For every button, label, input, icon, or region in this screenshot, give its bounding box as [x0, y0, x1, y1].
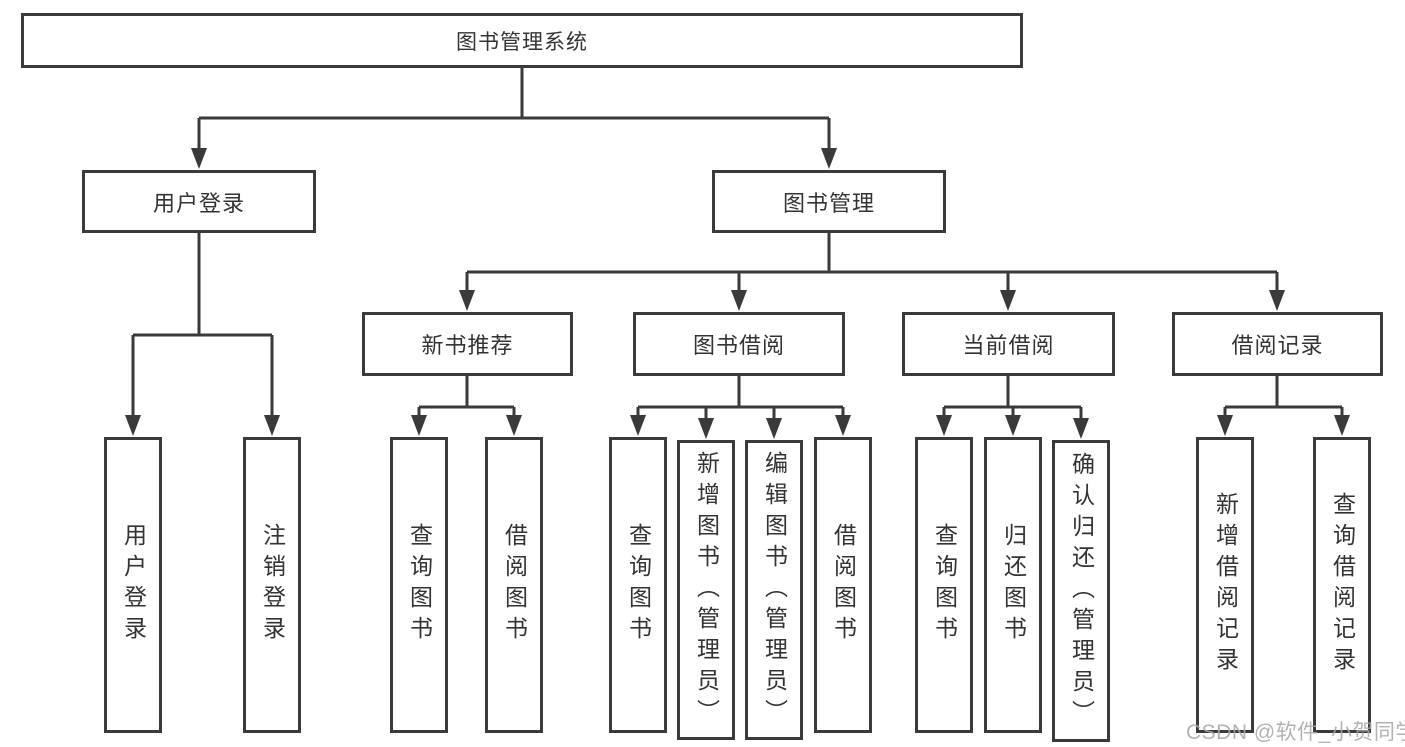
arrowhead-down-icon [821, 148, 837, 169]
node-borrowing-records: 借阅记录 [1172, 312, 1383, 376]
node-leaf-borrow-borrow-books-label: 借阅图书 [830, 523, 857, 647]
node-book-borrowing-label: 图书借阅 [692, 333, 785, 358]
node-leaf-add-books-admin-label: 新增图书（管理员） [693, 450, 720, 730]
node-book-borrowing: 图书借阅 [633, 312, 845, 376]
node-current-borrowing-label: 当前借阅 [962, 333, 1055, 358]
node-borrowing-records-label: 借阅记录 [1231, 333, 1324, 358]
node-leaf-return-books-label: 归还图书 [1000, 523, 1027, 647]
connector-currentborrow-to-leaves [936, 376, 1089, 439]
node-leaf-logout-label: 注销登录 [259, 523, 286, 647]
node-root: 图书管理系统 [21, 13, 1023, 68]
arrowhead-down-icon [1000, 290, 1016, 311]
node-leaf-query-borrow-record: 查询借阅记录 [1313, 437, 1371, 733]
connector-bookborrow-to-leaves [630, 376, 851, 439]
node-book-management-label: 图书管理 [782, 190, 875, 216]
node-leaf-confirm-return-admin-label: 确认归还（管理员） [1068, 451, 1095, 731]
arrowhead-down-icon [1334, 415, 1350, 436]
node-current-borrowing: 当前借阅 [902, 312, 1115, 376]
node-leaf-user-login-label: 用户登录 [120, 523, 147, 647]
node-leaf-borrow-query-books: 查询图书 [609, 437, 667, 733]
node-root-label: 图书管理系统 [456, 30, 588, 54]
csdn-watermark: CSDN @软件_小贺同学 [1186, 721, 1405, 744]
arrowhead-down-icon [835, 415, 851, 436]
node-leaf-edit-books-admin: 编辑图书（管理员） [745, 440, 803, 740]
connector-borrowrecords-to-leaves [1217, 376, 1350, 436]
node-leaf-edit-books-admin-label: 编辑图书（管理员） [761, 450, 788, 730]
arrowhead-down-icon [191, 148, 207, 169]
node-user-login-label: 用户登录 [152, 190, 245, 216]
arrowhead-down-icon [459, 290, 475, 311]
node-leaf-borrow-borrow-books: 借阅图书 [814, 437, 872, 733]
node-leaf-rec-query-books: 查询图书 [390, 437, 448, 733]
node-leaf-current-query-books: 查询图书 [915, 437, 973, 733]
node-leaf-rec-borrow-books-label: 借阅图书 [501, 523, 528, 647]
node-book-management: 图书管理 [712, 170, 946, 233]
node-leaf-current-query-books-label: 查询图书 [931, 523, 958, 647]
node-new-book-recommendation: 新书推荐 [362, 312, 573, 376]
arrowhead-down-icon [264, 415, 280, 436]
node-leaf-query-borrow-record-label: 查询借阅记录 [1329, 492, 1356, 678]
node-leaf-borrow-query-books-label: 查询图书 [625, 523, 652, 647]
arrowhead-down-icon [630, 415, 646, 436]
node-new-book-recommendation-label: 新书推荐 [421, 333, 514, 358]
arrowhead-down-icon [125, 415, 141, 436]
arrowhead-down-icon [1269, 290, 1285, 311]
arrowhead-down-icon [1217, 415, 1233, 436]
node-leaf-logout: 注销登录 [243, 437, 301, 733]
connector-newbookrec-to-leaves [411, 376, 522, 436]
arrowhead-down-icon [731, 290, 747, 311]
node-leaf-user-login: 用户登录 [104, 437, 162, 733]
node-leaf-confirm-return-admin: 确认归还（管理员） [1052, 440, 1110, 742]
node-user-login: 用户登录 [82, 170, 316, 233]
arrowhead-down-icon [506, 415, 522, 436]
arrowhead-down-icon [1073, 418, 1089, 439]
arrowhead-down-icon [1005, 415, 1021, 436]
connector-bookmgmt-to-level3 [459, 233, 1285, 311]
node-leaf-add-borrow-record-label: 新增借阅记录 [1212, 492, 1239, 678]
arrowhead-down-icon [411, 415, 427, 436]
arrowhead-down-icon [936, 415, 952, 436]
node-leaf-add-borrow-record: 新增借阅记录 [1196, 437, 1254, 733]
node-leaf-add-books-admin: 新增图书（管理员） [677, 440, 735, 740]
arrowhead-down-icon [698, 418, 714, 439]
arrowhead-down-icon [766, 418, 782, 439]
node-leaf-rec-borrow-books: 借阅图书 [485, 437, 543, 733]
node-leaf-return-books: 归还图书 [984, 437, 1042, 733]
connector-root-to-level2 [191, 68, 837, 169]
node-leaf-rec-query-books-label: 查询图书 [406, 523, 433, 647]
connector-userlogin-to-leaves [125, 233, 280, 436]
